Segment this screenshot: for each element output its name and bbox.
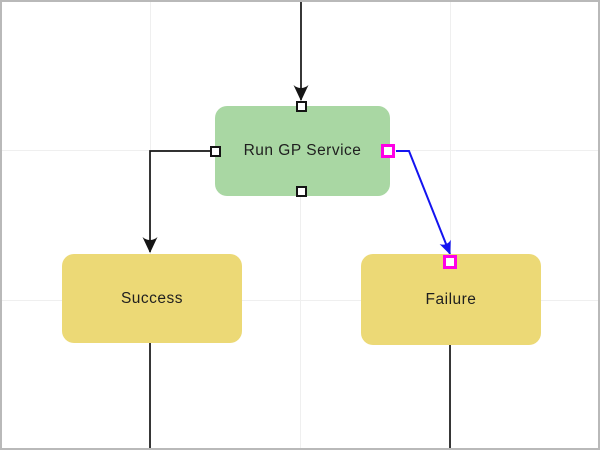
node-failure[interactable]: Failure <box>361 254 541 345</box>
connection-handle-run-gp-service-bottom[interactable] <box>295 185 307 197</box>
grid-line-vertical <box>450 0 451 450</box>
node-label: Failure <box>425 290 477 308</box>
connection-handle-failure-top-selected[interactable] <box>443 255 457 269</box>
connection-handle-run-gp-service-right-selected[interactable] <box>381 144 395 158</box>
node-run-gp-service[interactable]: Run GP Service <box>215 106 390 196</box>
connection-handle-run-gp-service-left[interactable] <box>209 145 221 157</box>
connector-run-gp-service-to-failure-selected[interactable] <box>396 150 451 255</box>
connection-handle-run-gp-service-top[interactable] <box>295 101 307 112</box>
node-label: Run GP Service <box>243 142 362 159</box>
node-success[interactable]: Success <box>62 254 242 343</box>
connector-run-gp-service-to-success[interactable] <box>142 150 210 253</box>
node-label: Success <box>120 289 184 307</box>
grid-line-vertical <box>300 0 301 450</box>
grid-line-horizontal <box>0 300 600 301</box>
